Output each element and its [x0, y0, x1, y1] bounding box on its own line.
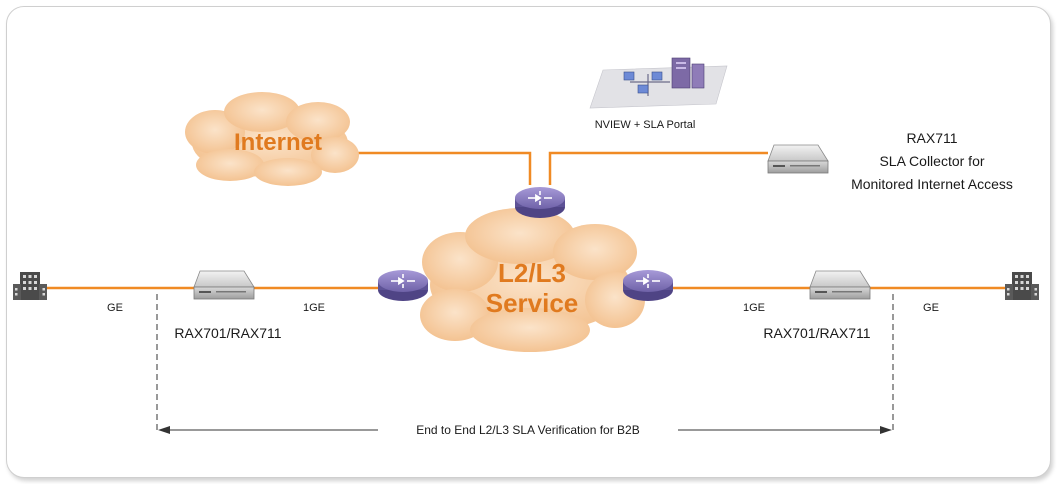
internet-cloud: Internet [185, 92, 359, 186]
cloud-icon [185, 92, 359, 186]
arrow-right-head [880, 426, 892, 434]
link-internet [355, 151, 532, 185]
appliance-icon [767, 144, 829, 174]
link-collector [548, 151, 768, 185]
building-icon [1005, 272, 1039, 300]
verification-label: End to End L2/L3 SLA Verification for B2… [416, 423, 639, 437]
right-link-label: GE [923, 302, 939, 314]
router-icon [514, 186, 566, 219]
appliance-icon [809, 270, 871, 300]
left-link-label: GE [107, 302, 123, 314]
arrow-left-head [158, 426, 170, 434]
portal-label: NVIEW + SLA Portal [595, 119, 696, 131]
internet-label: Internet [234, 129, 322, 156]
building-icon [13, 272, 47, 300]
left-uplink-label: 1GE [303, 302, 325, 314]
service-cloud: L2/L3 Service [420, 208, 645, 352]
network-workstation-icon [589, 57, 728, 109]
collector-line3: Monitored Internet Access [851, 176, 1013, 192]
collector-line1: RAX711 [906, 130, 957, 146]
router-icon [377, 269, 429, 302]
right-uplink-label: 1GE [743, 302, 765, 314]
nview-portal: NVIEW + SLA Portal [589, 57, 728, 131]
appliance-icon [193, 270, 255, 300]
service-label-line1: L2/L3 [498, 258, 566, 288]
service-label-line2: Service [486, 288, 579, 318]
left-device-label: RAX701/RAX711 [174, 325, 281, 341]
cloud-icon [420, 208, 645, 352]
verification-label-bg [378, 420, 678, 438]
router-icon [622, 269, 674, 302]
right-device-label: RAX701/RAX711 [763, 325, 870, 341]
collector-line2: SLA Collector for [879, 153, 984, 169]
collector-label: RAX711 SLA Collector for Monitored Inter… [851, 130, 1013, 192]
